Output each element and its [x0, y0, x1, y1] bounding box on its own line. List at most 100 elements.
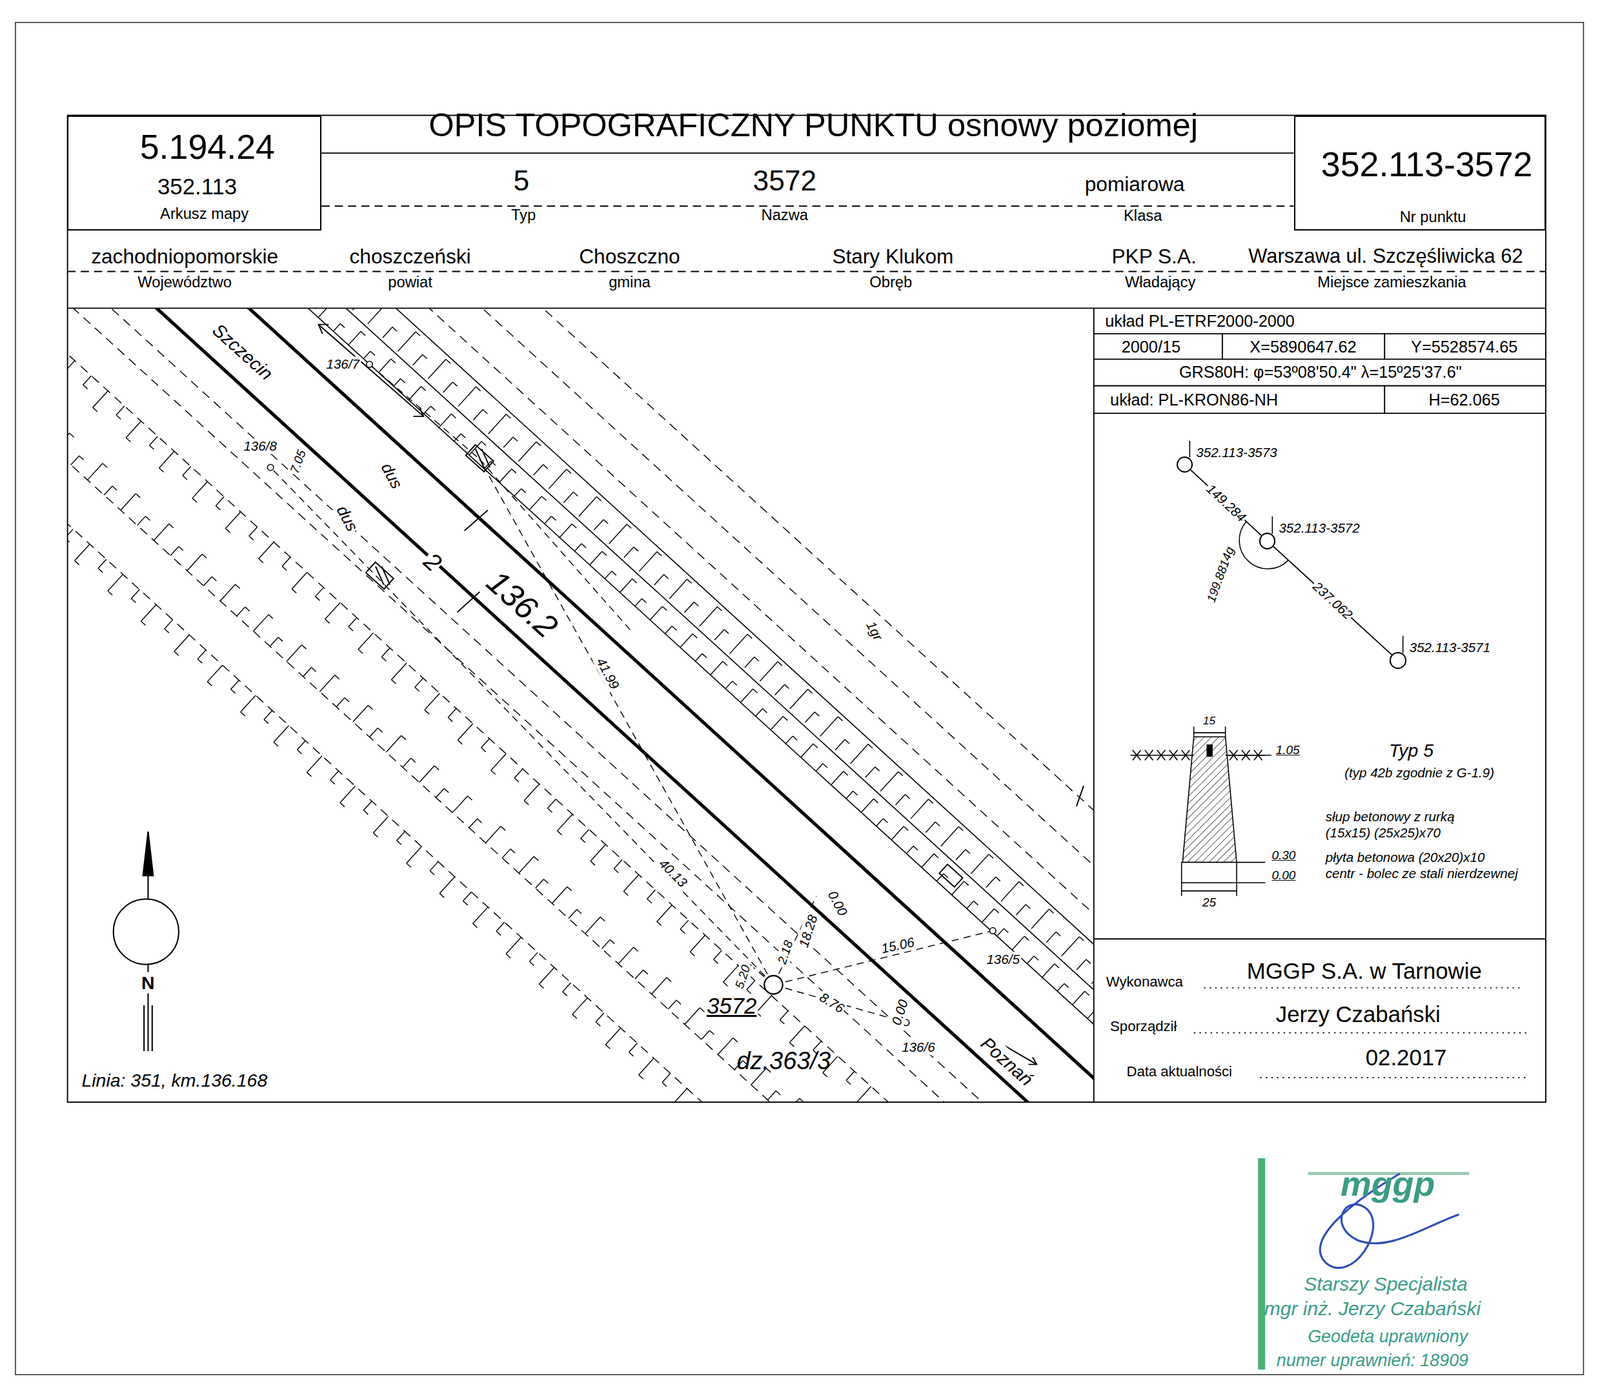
embankment-tick	[629, 1052, 634, 1056]
text-label: 15.06	[879, 933, 918, 957]
embankment-tick	[925, 821, 936, 832]
text-label: mgr inż. Jerzy Czabański	[1264, 1297, 1481, 1320]
form-frame	[67, 115, 1546, 1102]
embankment-tick	[286, 644, 302, 662]
text-label: 25	[1202, 895, 1216, 910]
embankment-tick	[67, 433, 70, 450]
embankment-tick	[511, 468, 517, 473]
embankment-tick	[638, 1074, 644, 1079]
text-label: Typ 5	[1388, 739, 1434, 761]
embankment-tick	[192, 498, 197, 503]
embankment-tick	[225, 511, 241, 529]
embankment-tick	[662, 1073, 671, 1083]
embankment-tick	[973, 901, 979, 905]
embankment-tick	[352, 307, 363, 310]
text-label: 18.28	[795, 911, 821, 951]
situation-map	[67, 307, 1094, 1102]
embankment-tick	[1024, 935, 1029, 940]
embankment-tick	[775, 1090, 781, 1095]
embankment-tick	[164, 619, 173, 629]
embankment-tick	[955, 849, 966, 860]
dashed-line	[67, 355, 1053, 1102]
embankment-tick	[846, 1079, 851, 1084]
node-text: 352.113-3571	[1409, 639, 1491, 656]
embankment-tick	[393, 378, 401, 387]
embankment-tick	[684, 1007, 700, 1025]
embankment-tick	[1033, 955, 1039, 960]
embankment-tick	[296, 740, 306, 750]
embankment-tick	[462, 900, 468, 905]
embankment-tick	[1054, 963, 1060, 968]
embankment-tick	[800, 743, 814, 758]
embankment-tick	[137, 516, 146, 526]
embankment-tick	[547, 808, 552, 812]
embankment-tick	[396, 840, 402, 845]
embankment-tick	[203, 576, 212, 586]
embankment-tick	[733, 1037, 738, 1042]
text-label: Władający	[1124, 273, 1196, 292]
embankment-tick	[754, 657, 760, 661]
embankment-tick	[370, 351, 375, 355]
embankment-tick	[895, 793, 906, 805]
embankment-tick	[482, 409, 488, 414]
dashed-line	[205, 307, 1094, 1067]
embankment-tick	[820, 716, 839, 736]
embankment-tick	[844, 739, 850, 743]
embankment-tick	[460, 433, 466, 438]
text-label: Sporządził	[1110, 1018, 1177, 1035]
embankment-tick	[429, 870, 435, 875]
text-label: dus	[331, 501, 363, 536]
text-label: X=5890647.62	[1249, 337, 1357, 357]
embankment-tick	[873, 798, 879, 803]
embankment-tick	[789, 1042, 794, 1047]
embankment-tick	[491, 769, 496, 774]
monument-section	[1130, 726, 1272, 896]
embankment-tick	[689, 935, 705, 952]
embankment-tick	[116, 405, 125, 416]
embankment-tick	[717, 606, 722, 611]
embankment-tick	[995, 876, 1001, 881]
embankment-tick	[605, 1044, 610, 1049]
embankment-tick	[589, 551, 603, 565]
embankment-tick	[83, 375, 92, 385]
rail-track	[72, 307, 1094, 1102]
embankment-tick	[215, 496, 224, 506]
embankment-tick	[445, 358, 451, 363]
embankment-tick	[382, 327, 393, 338]
embankment-tick	[524, 783, 539, 801]
embankment-tick	[657, 921, 662, 925]
embankment-tick	[231, 689, 236, 694]
embankment-tick	[220, 584, 235, 601]
embankment-tick	[753, 688, 758, 693]
embankment-tick	[543, 879, 548, 883]
embankment-tick	[125, 420, 141, 438]
embankment-tick	[514, 768, 523, 778]
dashed-line	[67, 322, 1084, 1103]
text-label: Nazwa	[761, 206, 809, 224]
embankment-tick	[643, 969, 649, 974]
embankment-tick	[330, 779, 335, 784]
embankment-tick	[529, 951, 538, 962]
dashed-line	[67, 307, 1094, 1102]
text-label: Choszczno	[578, 244, 680, 268]
embankment-tick	[315, 596, 321, 601]
embankment-tick	[786, 735, 794, 744]
dotted-fill-lines	[1194, 987, 1528, 1078]
embankment-tick	[835, 739, 845, 750]
embankment-tick	[680, 633, 693, 648]
node-text: 352.113-3572	[1321, 144, 1533, 185]
embankment-tick	[315, 587, 325, 597]
embankment-tick	[245, 606, 250, 611]
embankment-tick	[369, 728, 379, 738]
embankment-tick	[632, 578, 638, 583]
embankment-tick	[240, 695, 256, 712]
embankment-tick	[792, 735, 798, 740]
embankment-tick	[506, 953, 511, 958]
embankment-tick	[729, 633, 748, 654]
embankment-tick	[747, 633, 752, 638]
embankment-tick	[415, 677, 424, 687]
text-label: 3572	[705, 993, 758, 1020]
embankment-tick	[447, 708, 457, 718]
embankment-tick	[928, 799, 934, 803]
embankment-tick	[103, 486, 113, 496]
